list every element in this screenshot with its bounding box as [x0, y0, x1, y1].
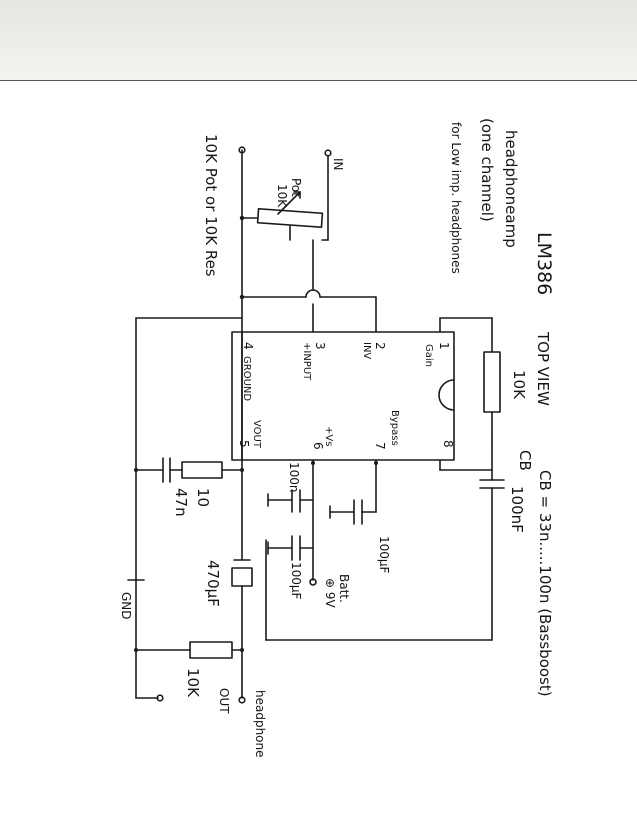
supply-network	[267, 459, 317, 586]
pin4-name: GROUND	[241, 356, 252, 401]
pin7-name: Bypass	[389, 410, 400, 446]
description-line-1: headphoneamp	[502, 130, 520, 248]
cb-note: CB = 33n.....100n (Bassboost)	[536, 470, 554, 697]
pin2-number: 2	[373, 342, 387, 350]
cb-value: 100nF	[508, 486, 526, 533]
out-label: OUT	[217, 688, 231, 714]
scanner-background	[0, 0, 637, 80]
load-resistor-value: 10K	[184, 668, 202, 698]
bypass-capacitor	[329, 459, 378, 525]
chip-title: LM386	[533, 232, 555, 295]
pin1-number: 1	[437, 342, 451, 350]
input-note: 10K Pot or 10K Res	[202, 134, 220, 277]
cb-name: CB	[516, 450, 534, 471]
bypass-cap-value: 100µF	[377, 536, 391, 574]
chip-title-group: LM386 TOP VIEW	[533, 232, 555, 406]
input-wires	[135, 146, 377, 581]
pot-value: 10K	[275, 184, 289, 208]
pin5-name: VOUT	[251, 420, 262, 449]
pin3-name: +INPUT	[301, 342, 312, 381]
in-label: IN	[331, 158, 345, 171]
headphone-label: headphone	[253, 690, 267, 758]
output-cap-value: 470µF	[204, 560, 222, 607]
pin6-name: +Vs	[323, 426, 334, 446]
pin2-name: INV	[361, 342, 372, 359]
pin1-name: Gain	[423, 344, 434, 367]
pin6-number: 6	[311, 442, 325, 450]
gain-network	[439, 317, 501, 471]
battery-voltage: ⊕ 9V	[323, 578, 337, 609]
pin7-number: 7	[373, 442, 387, 450]
lm386-chip	[231, 331, 455, 461]
description-group: headphoneamp	[502, 130, 520, 248]
zobel-resistor-value: 10	[194, 488, 212, 507]
input-pot-symbol	[256, 191, 324, 241]
gnd-label: GND	[119, 592, 133, 620]
zobel-cap-value: 47n	[172, 488, 190, 517]
pin8-number: 8	[441, 440, 455, 448]
chip-notch	[438, 379, 455, 411]
gain-resistor-value: 10K	[510, 370, 528, 400]
battery-label: Batt.	[337, 574, 351, 603]
view-label: TOP VIEW	[534, 331, 552, 406]
description-line-3: for Low imp. headphones	[449, 122, 463, 274]
pot-label: Pot	[289, 178, 303, 197]
supply-cap-value: 100µF	[289, 562, 303, 600]
description-line-2: (one channel)	[478, 118, 496, 222]
output-network	[127, 457, 253, 704]
pin4-number: 4	[241, 342, 255, 350]
pin5-number: 5	[237, 440, 251, 448]
paper-sheet	[0, 80, 637, 825]
decoupling-cap-value: 100n	[287, 462, 301, 493]
pin3-number: 3	[313, 342, 327, 350]
cb-capacitor	[265, 469, 505, 641]
